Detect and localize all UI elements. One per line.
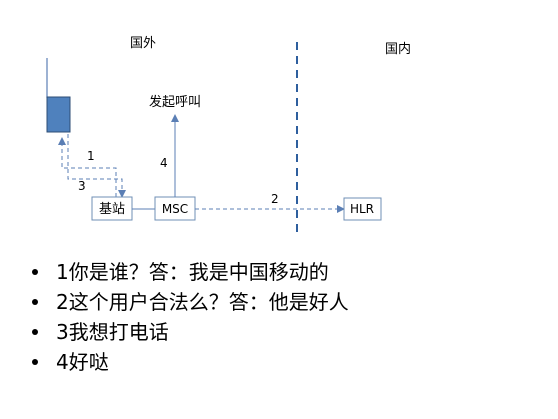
edge-1-base-to-phone: [58, 137, 117, 197]
region-label-domestic: 国内: [385, 41, 411, 57]
step-item: 1你是谁？答：我是中国移动的: [32, 257, 349, 287]
edge-label-2: 2: [271, 192, 279, 206]
node-hlr-label: HLR: [350, 202, 374, 216]
mobile-phone-icon: [46, 96, 71, 133]
node-msc-label: MSC: [162, 202, 188, 216]
bullet-dot-icon: [32, 329, 38, 335]
step-text: 4好哒: [56, 350, 109, 374]
step-list: 1你是谁？答：我是中国移动的 2这个用户合法么？答：他是好人 3我想打电话 4好…: [32, 257, 349, 377]
step-item: 3我想打电话: [32, 317, 349, 347]
step-text: 3我想打电话: [56, 320, 169, 344]
bullet-dot-icon: [32, 299, 38, 305]
step-item: 4好哒: [32, 347, 349, 377]
step-text: 1你是谁？答：我是中国移动的: [56, 260, 329, 284]
edge-label-4: 4: [160, 156, 168, 170]
node-hlr: [343, 197, 382, 221]
network-diagram: 国外 国内 1 3 基站 MSC 4 发起呼叫 2 HLR: [46, 36, 411, 232]
edge-label-3: 3: [78, 179, 86, 193]
node-base-station-label: 基站: [99, 202, 125, 217]
node-call-label: 发起呼叫: [149, 94, 201, 110]
edge-3-phone-to-base: [67, 134, 126, 198]
step-item: 2这个用户合法么？答：他是好人: [32, 287, 349, 317]
bullet-dot-icon: [32, 269, 38, 275]
step-text: 2这个用户合法么？答：他是好人: [56, 290, 349, 314]
bullet-dot-icon: [32, 359, 38, 365]
edge-label-1: 1: [87, 149, 95, 163]
region-label-abroad: 国外: [130, 36, 156, 51]
